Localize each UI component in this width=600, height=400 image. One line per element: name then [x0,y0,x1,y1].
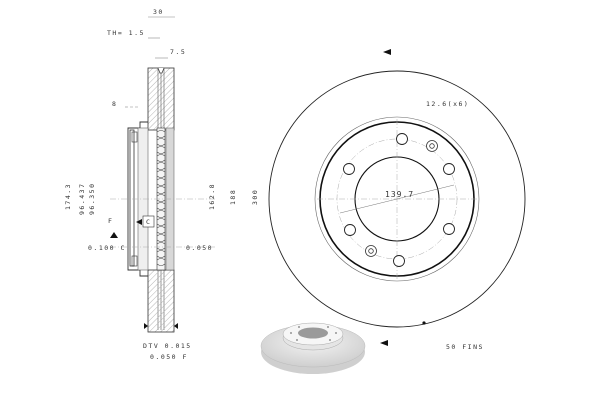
datum-c-label: C [146,218,152,226]
bolt-circle-label: 139.7 [385,190,415,199]
disc-3d-thumbnail [260,322,366,374]
locator-holes [365,140,438,257]
tolerance-parallel: 0.050 [186,244,214,252]
bolt-holes [343,133,455,267]
dim-hat-depth: 8 [112,100,118,108]
tolerance-flatness: 0.050 F [150,353,188,361]
tolerance-runout: 0.100 C [88,244,126,252]
side-section-view [110,16,215,333]
dim-th: TH= 1.5 [107,29,145,37]
dim-overall-width: 30 [153,8,164,16]
tolerance-dtv: DTV 0.015 [143,342,192,350]
dim-diameter-174: 174.3 [64,182,72,210]
dim-diameter-300: 300 [251,188,259,205]
dim-diameter-188: 188 [229,188,237,205]
dim-friction-thickness: 7.5 [170,48,187,56]
dim-diameter-162: 162.8 [208,182,216,210]
datum-triangle-icon [110,232,118,238]
datum-f-label: F [108,217,114,225]
fins-label: 50 FINS [446,343,484,351]
front-view [268,49,526,346]
dim-diameter-96-437: 96.437 [78,182,86,215]
bolt-hole-label: 12.6(x6) [426,100,470,108]
datum-arrow-icon [136,219,142,225]
dim-diameter-96-350: 96.350 [88,182,96,215]
vent-fins [156,130,166,266]
rotation-arrow-icon [380,340,388,346]
rotation-arrow-icon [383,49,391,55]
